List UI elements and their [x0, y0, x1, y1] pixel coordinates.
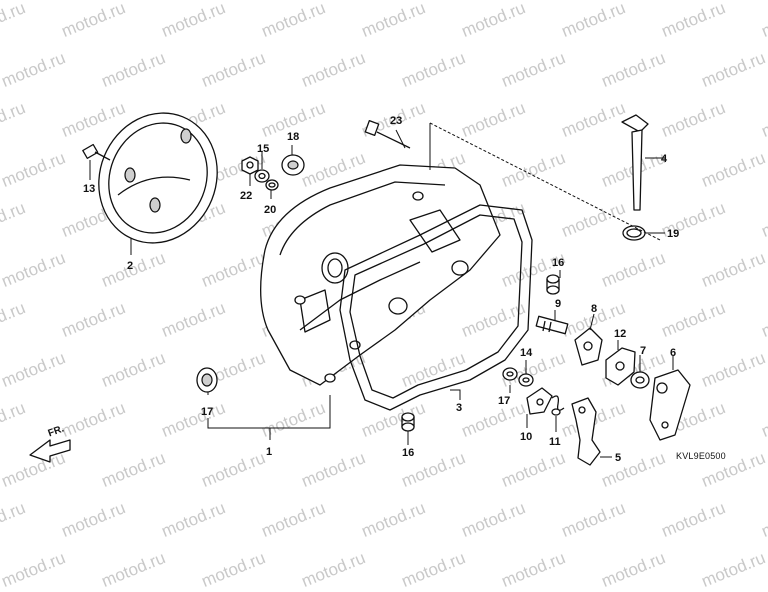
diagram-code: KVL9E0500 — [676, 451, 726, 461]
callout-22: 22 — [240, 190, 252, 202]
front-direction-arrow — [29, 439, 71, 463]
part-12-bracket — [605, 347, 636, 386]
alignment-dashed-line — [429, 122, 661, 241]
part-13-bolt — [82, 143, 111, 161]
part-18-oil-seal — [196, 367, 218, 393]
part-7-washer — [630, 371, 650, 389]
callout-11: 11 — [549, 436, 561, 448]
part-11-spring — [551, 395, 565, 416]
part-19-seal — [281, 154, 305, 176]
part-1-crankcase-cover — [260, 164, 501, 386]
exploded-parts-diagram: 23 18 15 22 20 13 2 17 1 3 16 9 8 12 7 6… — [29, 112, 691, 466]
part-20-o-ring — [622, 225, 646, 241]
part-14-washer — [518, 373, 534, 387]
part-22-nut — [241, 156, 259, 175]
part-3-gasket — [339, 204, 533, 411]
callout-9: 9 — [555, 298, 561, 310]
part-8-plate — [574, 327, 603, 366]
callout-6: 6 — [670, 347, 676, 359]
part-2-cover — [98, 112, 218, 244]
callout-23: 23 — [390, 115, 402, 127]
callout-19: 18 — [287, 131, 299, 143]
callout-13: 13 — [83, 183, 95, 195]
leader-lines — [89, 123, 674, 458]
callout-12: 12 — [614, 328, 626, 340]
callout-5: 5 — [615, 452, 621, 464]
callout-16: 17 — [498, 395, 510, 407]
callout-14: 14 — [520, 347, 533, 359]
callout-labels: 23 18 15 22 20 13 2 17 1 3 16 9 8 12 7 6… — [83, 115, 679, 464]
part-15-washer — [254, 169, 270, 183]
callout-1: 1 — [266, 446, 272, 458]
callout-20: 19 — [667, 228, 679, 240]
part-23-bolt — [364, 120, 411, 149]
callout-2: 2 — [127, 260, 133, 272]
callout-4: 4 — [661, 153, 668, 165]
callout-10: 10 — [520, 431, 532, 443]
callout-21: 20 — [264, 204, 276, 216]
part-21-o-ring — [265, 179, 279, 191]
part-10-lever — [526, 387, 553, 415]
part-6-arm — [649, 369, 691, 441]
callout-15: 15 — [257, 143, 269, 155]
part-17-dowel-pin-top — [546, 274, 560, 295]
part-16-washer — [502, 367, 518, 381]
callout-18: 17 — [201, 406, 213, 418]
callout-8: 8 — [591, 303, 597, 315]
callout-3: 3 — [456, 402, 462, 414]
part-4-oil-dipstick — [621, 114, 649, 211]
part-9-bolt — [535, 315, 569, 335]
callout-17-top: 16 — [552, 257, 564, 269]
callout-17-bottom: 16 — [402, 447, 414, 459]
part-5-shaft — [571, 397, 601, 466]
part-17-dowel-pin-bottom — [401, 412, 415, 432]
callout-7: 7 — [640, 345, 646, 357]
